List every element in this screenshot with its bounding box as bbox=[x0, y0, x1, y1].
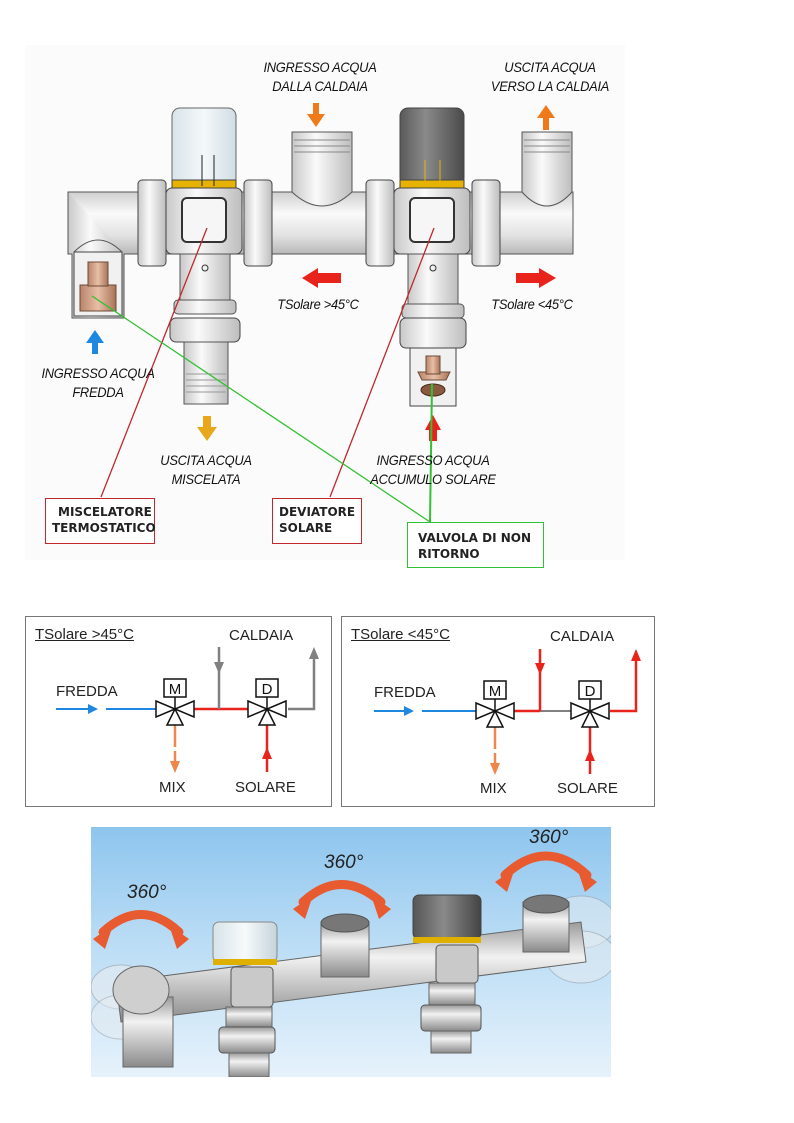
label-solare: SOLARE bbox=[557, 780, 618, 797]
rotation-arrow-icon bbox=[98, 910, 184, 937]
cold-arrow-icon bbox=[404, 706, 414, 716]
mix-arrow-icon bbox=[170, 761, 180, 773]
valve-assembly-drawing bbox=[67, 103, 574, 523]
callout-line: VALVOLA DI NON bbox=[418, 531, 532, 545]
label-line: USCITA ACQUA bbox=[160, 452, 252, 468]
label-temp-low: TSolare <45°C bbox=[491, 296, 573, 312]
solar-arrow-icon bbox=[262, 747, 272, 759]
arrow-mixed-outlet bbox=[197, 416, 217, 441]
callout-line: DEVIATORE bbox=[279, 505, 356, 519]
arrow-boiler-outlet bbox=[537, 105, 555, 130]
rotation-render: 360° 360° 360° bbox=[91, 827, 611, 1077]
schema-title: TSolare <45°C bbox=[351, 626, 450, 643]
label-fredda: FREDDA bbox=[56, 683, 118, 700]
label-caldaia: CALDAIA bbox=[550, 628, 615, 645]
label-line: INGRESSO ACQUA bbox=[376, 452, 490, 468]
boiler-outlet-line bbox=[288, 655, 316, 711]
callout-check-valve: VALVOLA DI NON RITORNO bbox=[407, 522, 544, 568]
label-mix: MIX bbox=[159, 779, 186, 796]
callout-line: SOLARE bbox=[279, 521, 333, 535]
mixer-valve-symbol bbox=[155, 678, 195, 726]
label-fredda: FREDDA bbox=[374, 684, 436, 701]
callout-diverter: DEVIATORE SOLARE bbox=[272, 498, 362, 544]
valve-m-label: M bbox=[489, 683, 502, 700]
boiler-inlet-arrow-icon bbox=[535, 663, 545, 675]
mixer-valve-symbol bbox=[475, 680, 515, 728]
diverter-valve-symbol bbox=[570, 680, 610, 728]
valve-d-label: D bbox=[262, 681, 273, 698]
arrow-temp-high-left bbox=[302, 268, 341, 288]
leader-line-diverter bbox=[329, 227, 435, 498]
label-line: FREDDA bbox=[72, 384, 124, 400]
arrow-temp-low-right bbox=[516, 268, 556, 288]
label-cold-inlet: INGRESSO ACQUA FREDDA bbox=[34, 364, 163, 402]
schema-title: TSolare >45°C bbox=[35, 626, 134, 643]
boiler-outlet-arrow-icon bbox=[309, 647, 319, 659]
leader-line-check-valve-solar bbox=[429, 383, 433, 523]
label-mix: MIX bbox=[480, 780, 507, 797]
label-line: MISCELATA bbox=[171, 471, 241, 487]
callout-line: TERMOSTATICO bbox=[52, 521, 156, 535]
solar-diverter-valve bbox=[393, 107, 471, 407]
leader-line-check-valve-cold bbox=[91, 295, 431, 523]
arrow-boiler-inlet bbox=[307, 103, 325, 127]
product-drawing-area bbox=[25, 45, 625, 560]
label-boiler-inlet: INGRESSO ACQUA DALLA CALDAIA bbox=[256, 58, 385, 96]
rotation-label: 360° bbox=[529, 827, 569, 848]
rotation-label: 360° bbox=[127, 882, 167, 903]
callout-mixer: MISCELATORE TERMOSTATICO bbox=[45, 498, 156, 544]
label-line: ACCUMULO SOLARE bbox=[370, 471, 496, 487]
label-line: INGRESSO ACQUA bbox=[41, 365, 155, 381]
diverter-valve-symbol bbox=[247, 678, 287, 726]
thermostatic-mixer-valve bbox=[165, 107, 243, 405]
label-line: DALLA CALDAIA bbox=[272, 78, 368, 94]
rendered-assembly bbox=[91, 851, 611, 1077]
label-solare: SOLARE bbox=[235, 779, 296, 796]
boiler-outlet-line bbox=[610, 657, 638, 713]
label-caldaia: CALDAIA bbox=[229, 627, 294, 644]
callout-line: MISCELATORE bbox=[58, 505, 152, 519]
label-line: INGRESSO ACQUA bbox=[263, 59, 377, 75]
arrow-cold-inlet bbox=[86, 330, 104, 354]
callout-line: RITORNO bbox=[418, 547, 480, 561]
schema-flow-diagram: M D bbox=[56, 647, 319, 773]
boiler-outlet-arrow-icon bbox=[631, 649, 641, 661]
schema-low-temp: TSolare <45°C CALDAIA FREDDA MIX SOLARE … bbox=[341, 616, 655, 807]
label-solar-inlet: INGRESSO ACQUA ACCUMULO SOLARE bbox=[364, 451, 502, 489]
label-mixed-outlet: USCITA ACQUA MISCELATA bbox=[151, 451, 261, 489]
label-line: VERSO LA CALDAIA bbox=[490, 78, 610, 94]
mix-arrow-icon bbox=[490, 763, 500, 775]
solar-arrow-icon bbox=[585, 749, 595, 761]
rotation-label: 360° bbox=[324, 852, 364, 873]
valve-m-label: M bbox=[169, 681, 182, 698]
arrow-solar-inlet bbox=[425, 415, 441, 441]
boiler-inlet-port bbox=[291, 131, 353, 207]
cold-arrow-icon bbox=[88, 704, 98, 714]
rotation-arrow-icon bbox=[500, 851, 592, 880]
schema-flow-diagram: M D bbox=[374, 649, 641, 775]
label-temp-high: TSolare >45°C bbox=[277, 296, 359, 312]
boiler-outlet-port bbox=[521, 131, 573, 207]
rotation-arrow-icon bbox=[298, 880, 386, 907]
valve-d-label: D bbox=[585, 683, 596, 700]
label-line: USCITA ACQUA bbox=[504, 59, 596, 75]
schema-high-temp: TSolare >45°C CALDAIA FREDDA MIX SOLARE … bbox=[25, 616, 332, 807]
leader-line-mixer bbox=[100, 227, 208, 498]
boiler-inlet-arrow-icon bbox=[214, 662, 224, 674]
label-boiler-outlet: USCITA ACQUA VERSO LA CALDAIA bbox=[481, 58, 619, 96]
